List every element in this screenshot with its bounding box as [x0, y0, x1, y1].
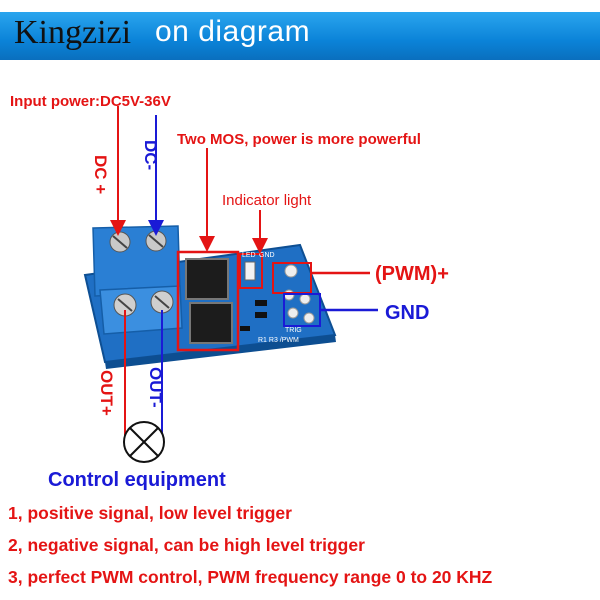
indicator-light-label: Indicator light	[222, 192, 312, 209]
dc-plus-label: DC +	[91, 155, 110, 195]
out-plus-label: OUT+	[97, 370, 116, 416]
silk-led: LED	[242, 252, 256, 259]
title-banner	[0, 12, 600, 60]
mos-highlight-box	[176, 250, 240, 352]
input-power-label: Input power:DC5V-36V	[10, 93, 171, 110]
led-indicator	[244, 261, 256, 281]
note-2: 2, negative signal, can be high level tr…	[8, 535, 365, 555]
two-mos-label: Two MOS, power is more powerful	[177, 131, 421, 148]
silk-gnd: GND	[259, 252, 275, 259]
silk-trig: TRIG	[285, 327, 302, 334]
brand-watermark: Kingzizi	[14, 14, 132, 51]
lamp-icon	[123, 421, 165, 463]
note-3: 3, perfect PWM control, PWM frequency ra…	[8, 567, 493, 587]
silk-pwm: R1 R3 /PWM	[258, 337, 299, 344]
out-minus-label: OUT-	[146, 367, 165, 408]
note-1: 1, positive signal, low level trigger	[8, 503, 292, 523]
control-equipment-label: Control equipment	[48, 469, 226, 491]
screw-terminal	[92, 225, 183, 335]
gnd-label: GND	[385, 302, 430, 324]
pwm-plus-label: (PWM)+	[375, 263, 449, 285]
banner-title: on diagram	[155, 15, 311, 48]
mosfet-pair	[176, 250, 240, 352]
